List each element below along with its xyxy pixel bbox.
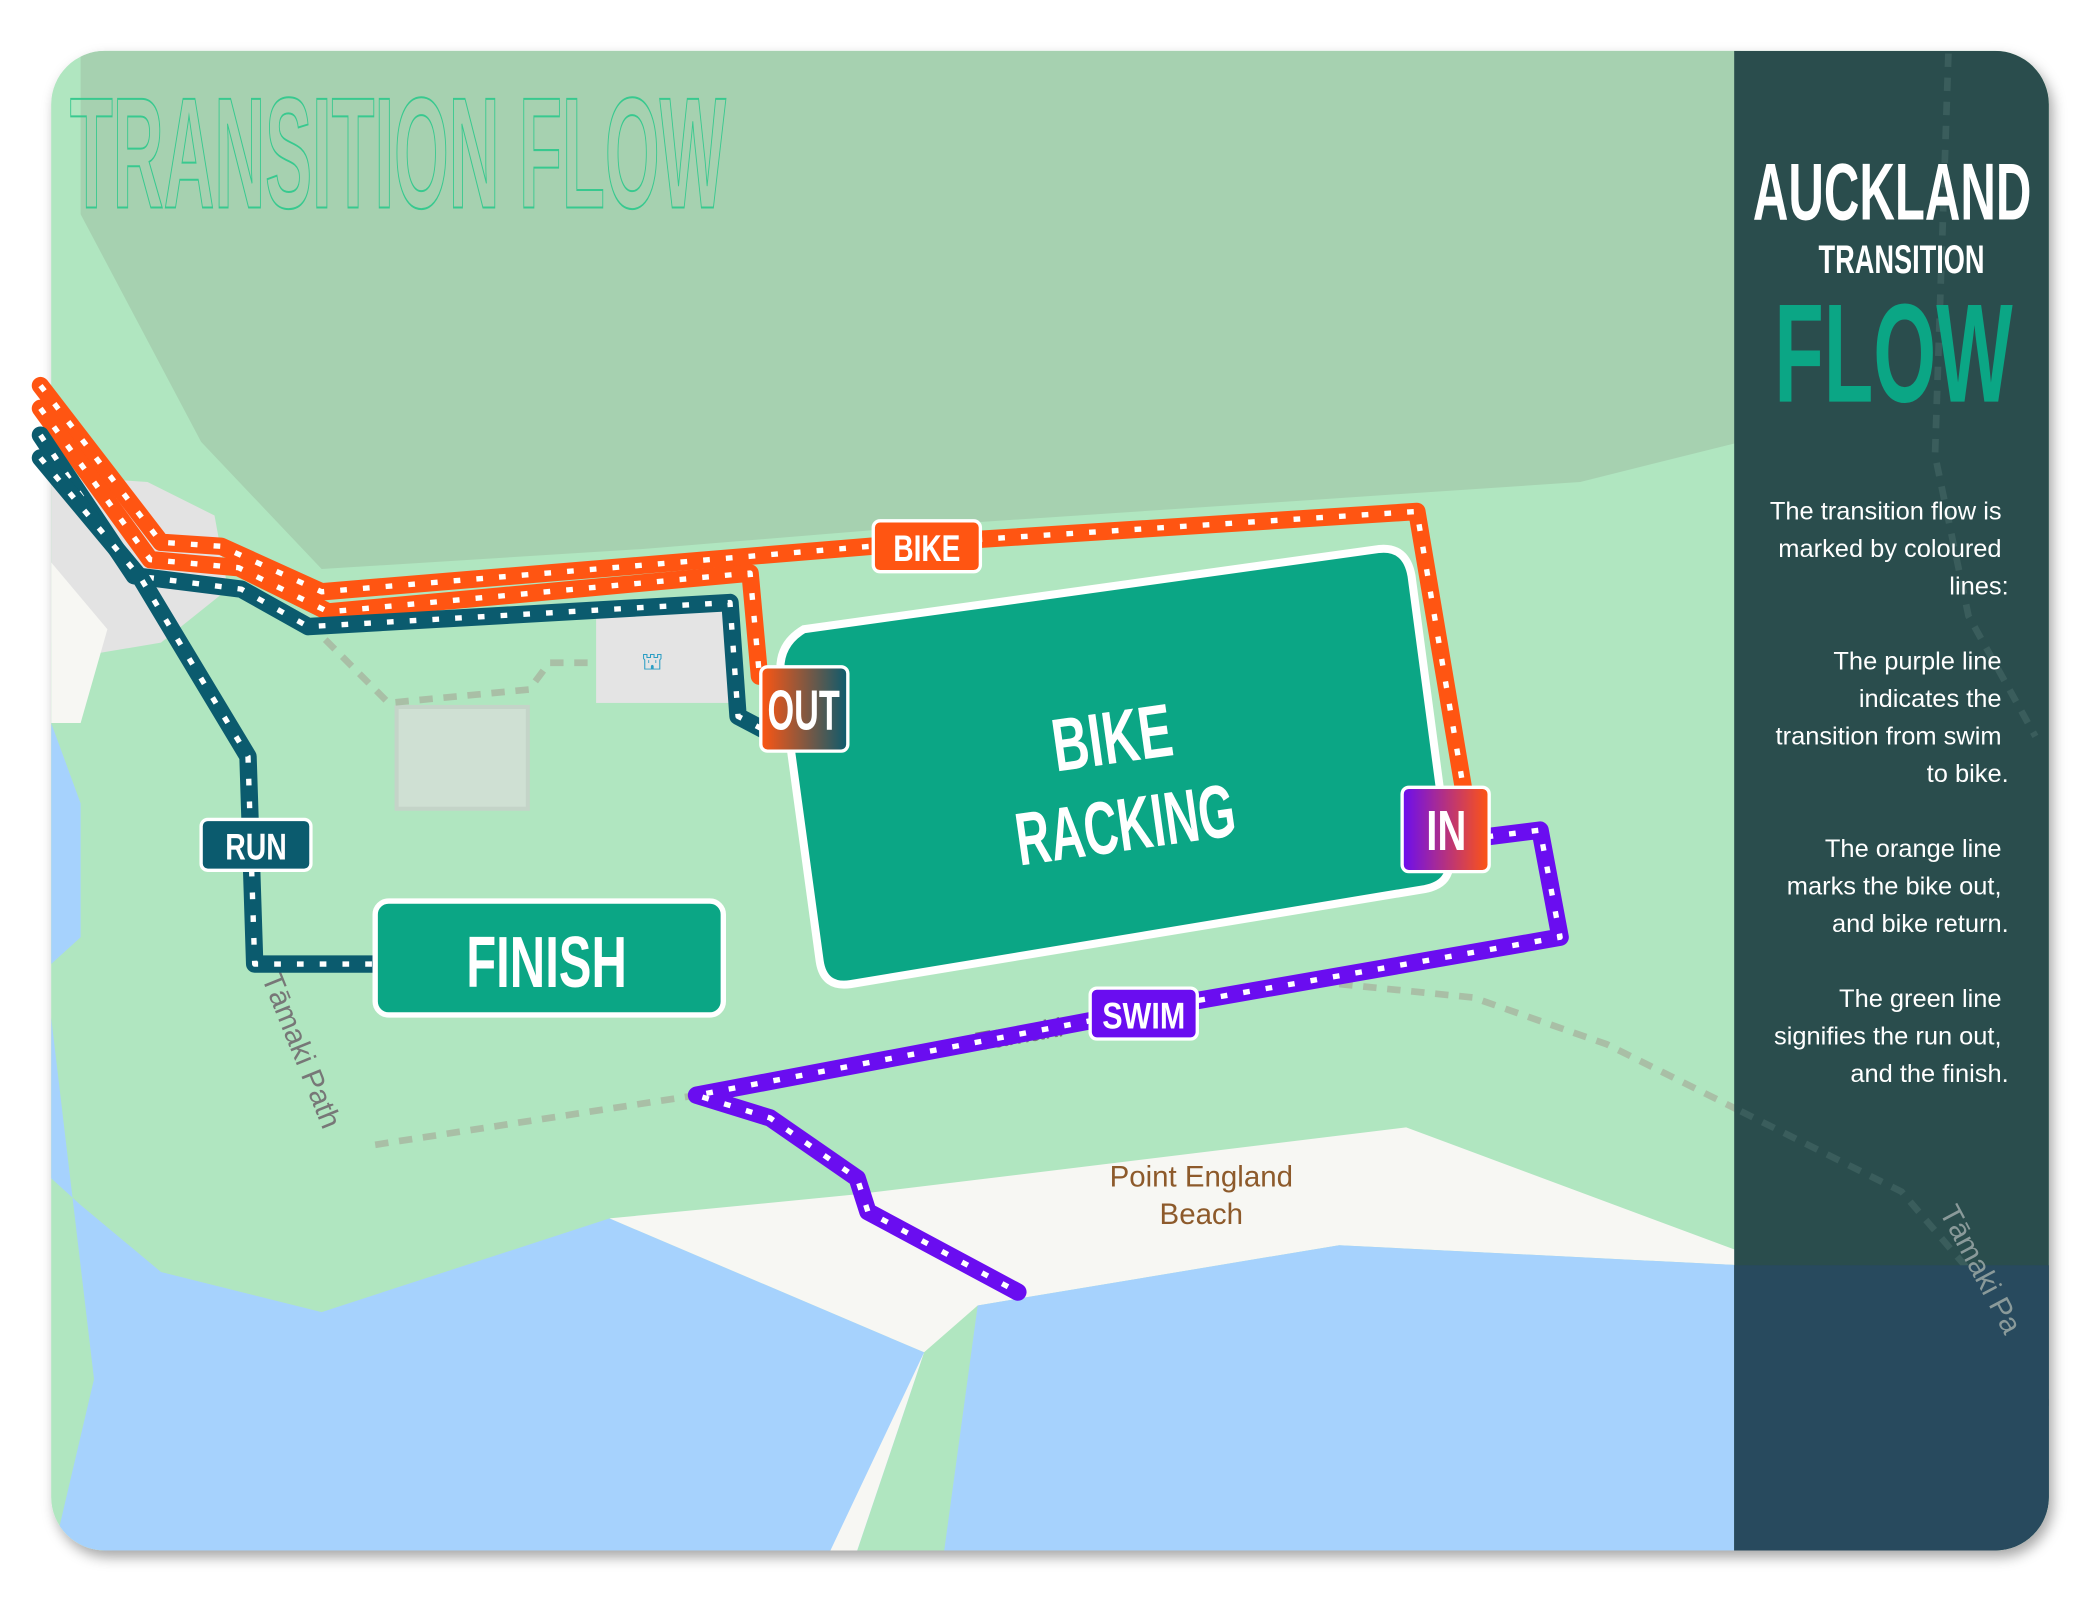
sidebar-heading-3: FLOW [1774,275,2013,432]
water-left [51,723,81,965]
water-bottom-right [944,1245,1741,1551]
svg-text:SWIM: SWIM [1102,994,1185,1036]
out-label: OUT [759,665,850,753]
beach-label-2: Beach [1160,1198,1243,1231]
bike-route [31,376,1473,799]
swim-route [687,821,1569,1301]
paragraph-intro: The transition flow is marked by coloure… [1770,497,2009,600]
finish-area: FINISH [372,898,726,1018]
forest-area [80,50,1741,570]
water-bottom-left [51,1017,925,1551]
svg-text:RUN: RUN [225,826,287,868]
in-label: IN [1400,785,1491,874]
svg-text:FINISH: FINISH [466,923,627,1003]
bike-racking-label-1: BIKE [1046,687,1177,787]
svg-text:BIKE: BIKE [893,527,960,569]
sidebar-heading-2: TRANSITION [1819,237,1985,282]
playground-area [596,609,730,703]
paragraph-purple: The purple line indicates the transition… [1776,647,2009,787]
paragraph-orange: The orange line marks the bike out, and … [1787,835,2009,938]
playground-icon: ⛫ [641,648,663,675]
run-route [31,426,773,973]
run-label: RUN [199,817,313,872]
court-area [394,704,530,811]
sidebar-heading-1: AUCKLAND [1753,148,2031,238]
svg-text:IN: IN [1426,799,1466,862]
svg-text:OUT: OUT [767,679,839,742]
bike-racking-area: BIKE RACKING [776,544,1454,989]
paragraph-green: The green line signifies the run out, an… [1774,985,2009,1088]
sidebar-description: The transition flow is marked by coloure… [1770,497,2009,1087]
bike-label: BIKE [871,519,983,574]
swim-label: SWIM [1088,986,1199,1041]
beach-label-1: Point England [1110,1160,1293,1193]
page-title: TRANSITION FLOW [70,66,726,242]
